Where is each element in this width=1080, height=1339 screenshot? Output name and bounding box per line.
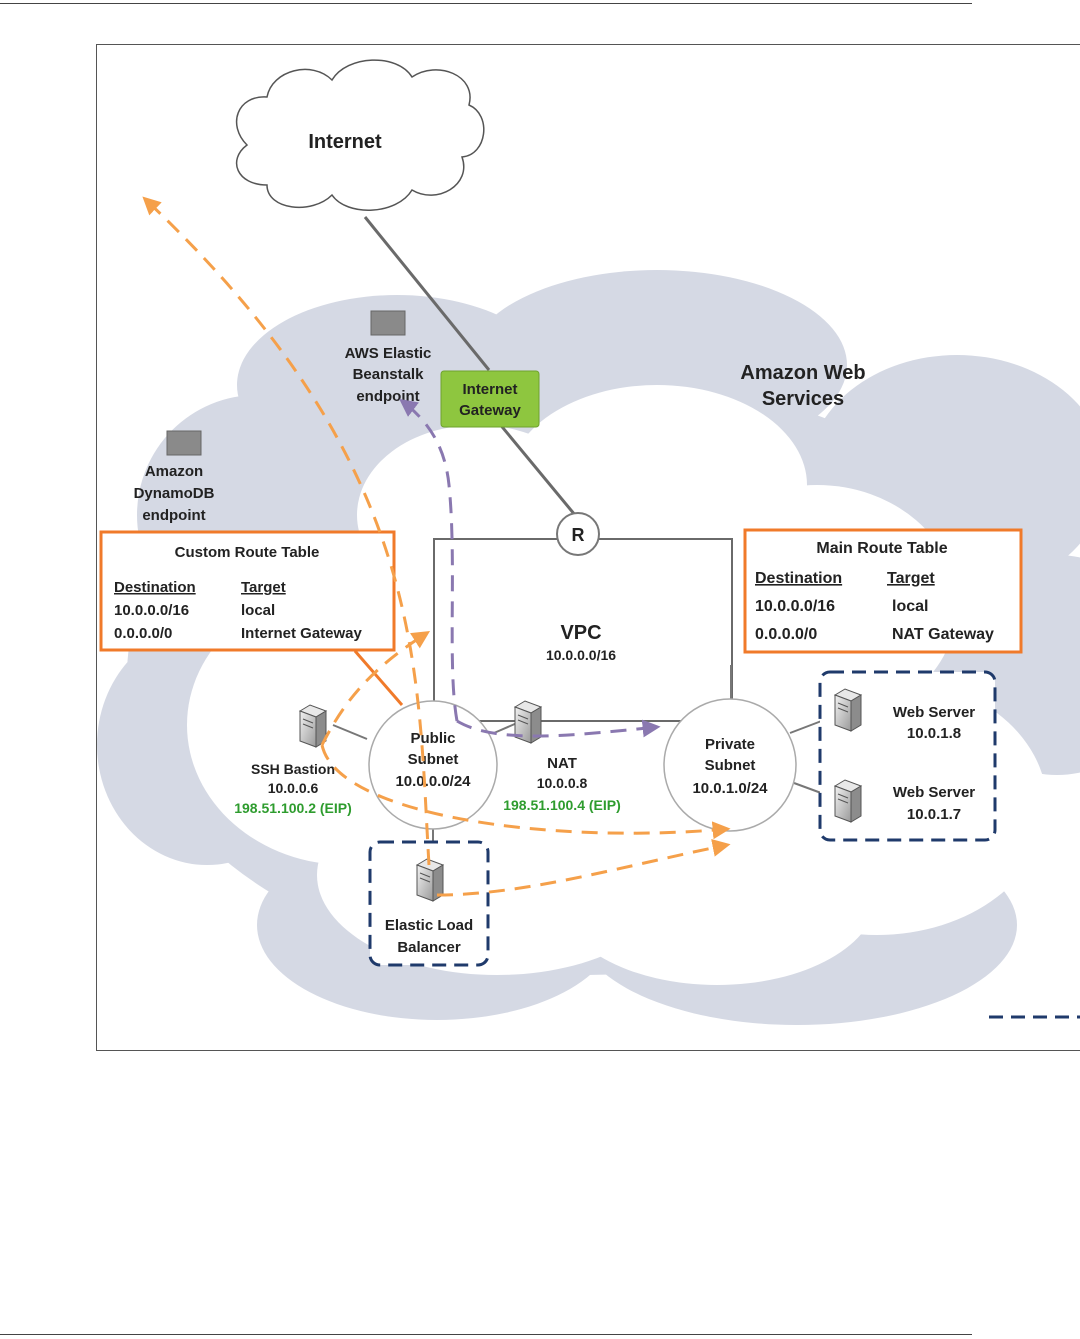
vpc-cidr: 10.0.0.0/16 [546,647,616,663]
custom-rt-row1-destination: 10.0.0.0/16 [114,602,189,619]
ssh-bastion-eip: 198.51.100.2 (EIP) [234,800,352,816]
custom-route-table-title: Custom Route Table [175,544,320,561]
web-server-1-name: Web Server [893,704,975,721]
aws-label-line1: Amazon Web [740,362,865,384]
public-subnet-label-line1: Public [410,730,455,747]
custom-rt-row1-target: local [241,602,275,619]
custom-rt-header-destination: Destination [114,579,196,596]
internet-gateway-box [440,370,540,428]
elb-group [368,840,490,967]
main-rt-row2-destination: 0.0.0.0/0 [755,626,817,643]
dynamodb-endpoint-icon [166,430,202,456]
main-rt-header-target: Target [887,570,935,587]
private-subnet-label-line1: Private [705,736,755,753]
web-server-group [818,670,997,842]
web-server-2-icon [834,779,862,823]
bottom-divider [0,1334,972,1335]
elb-to-private-flow [436,839,731,897]
internet-label: Internet [308,131,382,153]
router-label: R [572,525,585,545]
main-route-table: Main Route Table Destination Target 10.0… [743,528,1023,654]
custom-rt-header-target: Target [241,579,286,596]
elb-to-internet-flow [142,196,431,866]
nat-name: NAT [547,755,577,772]
public-subnet-circle [368,700,498,830]
bastion-to-public-line [332,724,368,740]
ssh-bastion-ip: 10.0.0.6 [268,780,319,796]
purple-endpoint-flows [399,398,661,738]
main-rt-row2-target: NAT Gateway [892,626,994,643]
custom-rt-to-public-subnet-line [353,650,404,706]
web-server-2-name: Web Server [893,784,975,801]
dynamodb-label-line3: endpoint [142,507,205,524]
web-server-1-ip: 10.0.1.8 [907,725,961,742]
beanstalk-label-line3: endpoint [356,388,419,405]
public-to-nat-line [493,722,518,734]
main-rt-row1-destination: 10.0.0.0/16 [755,598,835,615]
bastion-to-private-flow [320,744,731,840]
igw-label-line1: Internet [462,381,517,398]
dynamodb-label-line2: DynamoDB [134,485,215,502]
internet-to-igw-line [363,216,491,371]
nat-ip: 10.0.0.8 [537,775,588,791]
main-rt-row1-target: local [892,598,928,615]
beanstalk-label-line2: Beanstalk [353,366,425,383]
orange-traffic-flows [142,196,731,897]
public-subnet-cidr: 10.0.0.0/24 [395,773,471,790]
router-node [556,512,600,556]
igw-label-line2: Gateway [459,402,521,419]
nat-eip: 198.51.100.4 (EIP) [503,797,621,813]
beanstalk-label-line1: AWS Elastic [345,345,432,362]
web-server-1-icon [834,688,862,732]
private-subnet-label-line2: Subnet [705,757,756,774]
elb-label-line1: Elastic Load [385,917,473,934]
bastion-to-public-flow [320,631,431,746]
custom-rt-row2-target: Internet Gateway [241,625,363,642]
beanstalk-endpoint-icon [370,310,406,336]
public-subnet-label-line2: Subnet [408,751,459,768]
dynamodb-label-line1: Amazon [145,463,203,480]
internet-cloud [236,59,485,211]
vpc-diagram: Internet VPC 10.0.0.0/16 R Internet Gate… [97,59,1080,1025]
custom-rt-row2-destination: 0.0.0.0/0 [114,625,172,642]
ssh-bastion-name: SSH Bastion [251,761,335,777]
top-divider [0,3,972,4]
public-to-beanstalk-flow [399,398,459,722]
aws-label-line2: Services [762,388,844,410]
main-rt-header-destination: Destination [755,570,842,587]
vpc-architecture-figure: Internet VPC 10.0.0.0/16 R Internet Gate… [96,44,1080,1051]
elb-label-line2: Balancer [397,939,461,956]
custom-route-table: Custom Route Table Destination Target 10… [99,530,396,652]
private-subnet-cidr: 10.0.1.0/24 [692,780,768,797]
ssh-bastion-server-icon [299,704,327,748]
main-route-table-title: Main Route Table [816,540,947,557]
public-to-private-purple-flow [456,719,661,738]
vpc-label: VPC [560,622,601,644]
igw-to-router-line [487,410,577,516]
web-server-2-ip: 10.0.1.7 [907,806,961,823]
